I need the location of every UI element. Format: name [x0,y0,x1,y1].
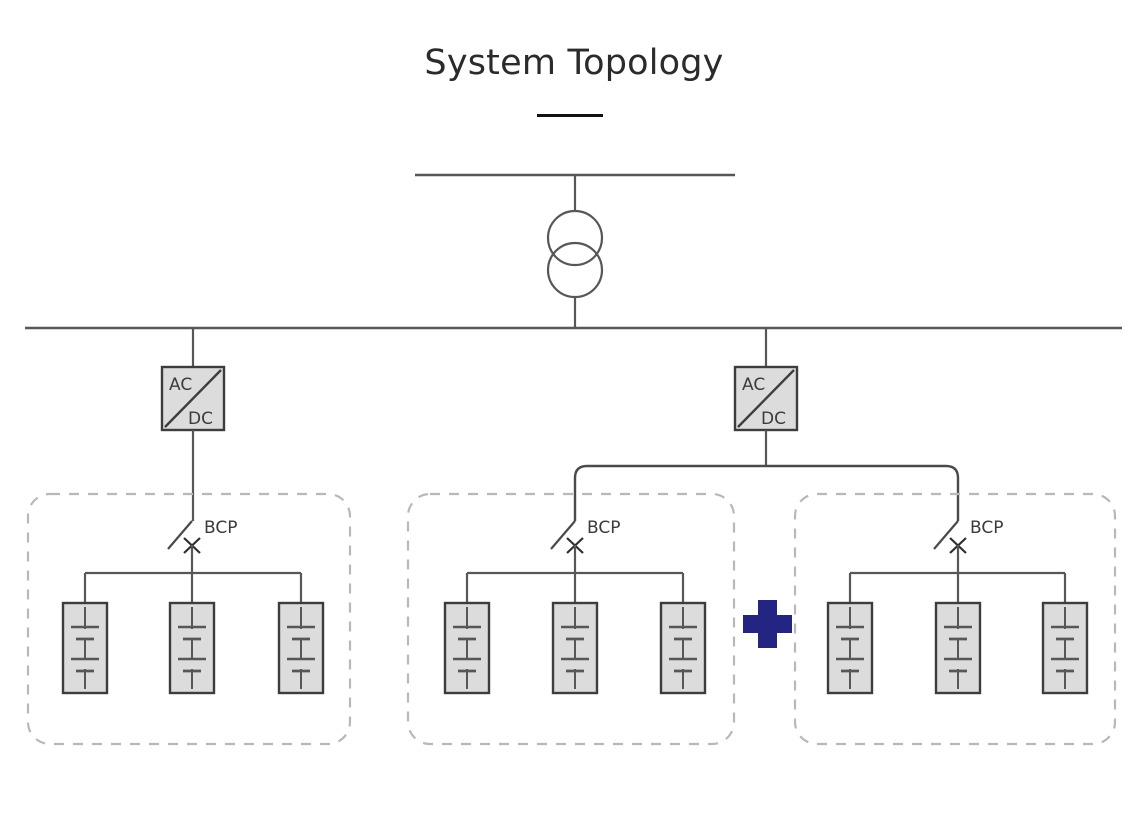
cluster-1-bcp-breaker[interactable]: BCP [167,518,238,554]
cluster-2-battery-module-1[interactable] [443,601,491,695]
cluster-2-bcp-breaker[interactable]: BCP [550,518,621,554]
converter-right-dc-branch-header [573,464,960,521]
utility-busbar-group [415,173,735,212]
cluster-2-battery-module-2[interactable] [551,601,599,695]
cluster-2-battery-module-3[interactable] [659,601,707,695]
cluster-3-battery-module-2[interactable] [934,601,982,695]
converter-left-ac-label: AC [169,375,192,395]
converter-right-ac-label: AC [742,375,765,395]
cluster-1-group[interactable]: BCP [26,492,352,746]
cluster-3-breaker-blade [933,520,959,550]
cluster-2-breaker-blade [550,520,576,550]
expansion-plus-icon [743,600,792,648]
converter-left-diagonal [164,369,222,428]
cluster-2-group[interactable]: BCP [406,492,736,746]
two-winding-transformer [546,209,604,329]
cluster-1-battery-module-2[interactable] [168,601,216,695]
cluster-3-battery-module-1[interactable] [826,601,874,695]
page-title: System Topology [424,43,724,83]
cluster-3-group[interactable]: BCP [793,492,1117,746]
transformer-winding-primary-circle [546,209,604,267]
expansion-plus-shape [743,600,792,648]
converter-left-dc-label: DC [188,409,213,429]
cluster-1-boundary[interactable] [26,492,352,746]
cluster-1-bcp-label: BCP [204,518,238,538]
transformer-winding-secondary-circle [546,241,604,299]
cluster-1-battery-module-3[interactable] [277,601,325,695]
cluster-1-breaker-blade [167,520,193,550]
cluster-2-boundary[interactable] [406,492,736,746]
cluster-1-battery-module-1[interactable] [61,601,109,695]
cluster-3-battery-module-3[interactable] [1041,601,1089,695]
cluster-3-boundary[interactable] [793,492,1117,746]
cluster-3-bcp-breaker[interactable]: BCP [933,518,1004,554]
cluster-2-bcp-label: BCP [587,518,621,538]
converter-right-dc-label: DC [761,409,786,429]
converter-right-group[interactable]: AC DC [573,328,960,521]
converter-right-diagonal [737,369,795,428]
title-underline-rule [537,114,603,117]
cluster-3-bcp-label: BCP [970,518,1004,538]
converter-left-group[interactable]: AC DC [160,328,226,521]
